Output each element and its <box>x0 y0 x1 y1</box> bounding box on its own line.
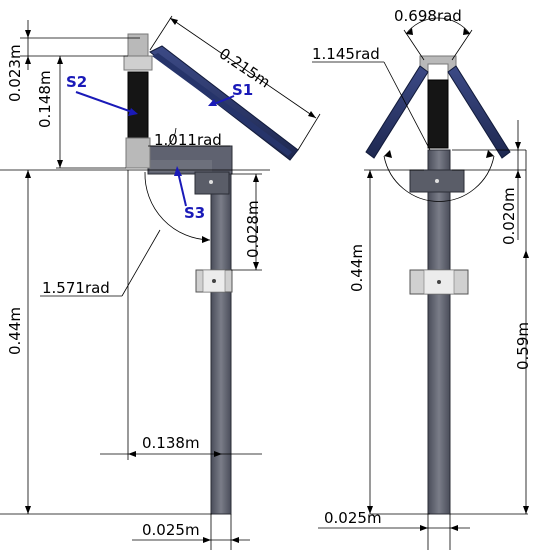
left-sensor-column <box>127 71 149 139</box>
right-view: 0.698rad 1.145rad 0.44m 0.020m 0. <box>312 7 532 550</box>
dim-wing-angle: 1.145rad <box>312 45 380 63</box>
left-top-cap <box>127 33 149 57</box>
left-view: 0.215m 0.023m 0.148m 1.011rad 1.571rad <box>0 15 321 550</box>
dim-panel-tilt: 1.011rad <box>154 131 222 149</box>
left-mast <box>210 145 232 515</box>
right-mast <box>427 149 451 515</box>
dim-upper-offset: 0.023m <box>6 44 24 102</box>
right-panel-left-wing <box>365 65 429 159</box>
dim-top-spread: 0.698rad <box>394 7 462 25</box>
dim-mast-section: 0.148m <box>36 70 54 128</box>
right-sensor-column <box>427 79 449 149</box>
dim-mast-height-left: 0.44m <box>6 307 24 355</box>
dim-mast-width-right: 0.025m <box>324 509 382 527</box>
dim-total-height-right: 0.59m <box>514 322 532 370</box>
dim-mast-width-left: 0.025m <box>142 521 200 539</box>
dim-arm-reach: 0.138m <box>142 434 200 452</box>
label-s1: S1 <box>232 81 253 99</box>
left-bottom-cap <box>125 137 151 169</box>
dim-bracket-offset-right: 0.020m <box>500 187 518 245</box>
label-s2: S2 <box>66 73 87 91</box>
dim-mast-height-right: 0.44m <box>348 244 366 292</box>
label-s3: S3 <box>184 204 205 222</box>
dim-bracket-angle: 1.571rad <box>42 279 110 297</box>
right-panel-right-wing <box>447 65 511 159</box>
dim-bracket-drop: 0.028m <box>244 200 262 258</box>
